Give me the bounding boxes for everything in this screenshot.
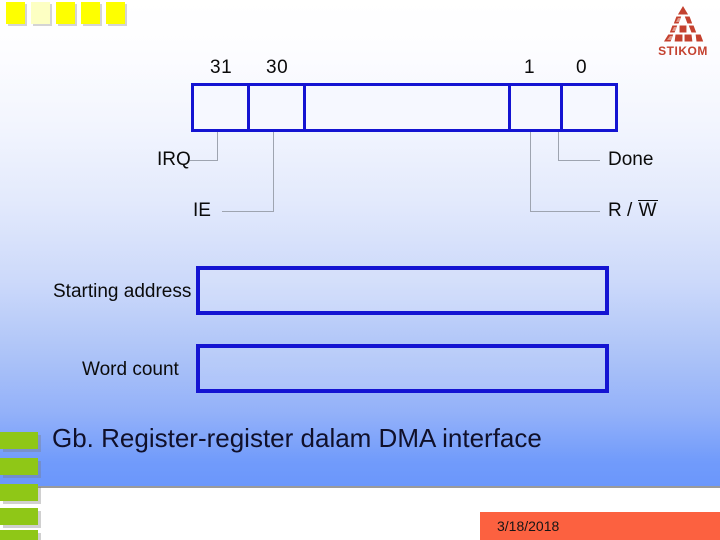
yellow-square-5 (106, 2, 125, 24)
leader-rw-horizontal (530, 211, 600, 212)
leader-rw-vertical (530, 132, 531, 212)
slide-divider-line (0, 486, 720, 488)
svg-text:STIKOM: STIKOM (658, 44, 708, 58)
leader-irq-horizontal (190, 160, 218, 161)
status-register-row (191, 83, 618, 132)
stikom-logo: STIKOM (652, 2, 714, 60)
yellow-square-2 (31, 2, 50, 24)
leader-irq-vertical (217, 132, 218, 161)
date-text: 3/18/2018 (497, 518, 560, 534)
signal-label-done: Done (608, 149, 654, 170)
green-bar-3 (0, 484, 38, 501)
register-cell-bit-30[interactable] (250, 86, 306, 129)
date-bar: 3/18/2018 (480, 512, 720, 540)
bit-label-31: 31 (210, 57, 233, 78)
starting-address-label: Starting address (53, 281, 192, 302)
green-bar-1 (0, 432, 38, 449)
register-cell-bit-31[interactable] (194, 86, 250, 129)
word-count-field[interactable] (196, 344, 609, 393)
bit-label-30: 30 (266, 57, 289, 78)
bit-label-0: 0 (576, 57, 588, 78)
starting-address-field[interactable] (196, 266, 609, 315)
slide-caption: Gb. Register-register dalam DMA interfac… (52, 423, 542, 453)
bit-label-1: 1 (524, 57, 536, 78)
green-bar-5 (0, 530, 38, 540)
register-cell-middle[interactable] (306, 86, 511, 129)
slide-background-gradient (0, 0, 720, 486)
signal-label-rw-prefix: R / (608, 200, 638, 221)
leader-done-vertical (558, 132, 559, 161)
signal-label-irq: IRQ (157, 149, 191, 170)
word-count-label: Word count (82, 359, 179, 380)
leader-ie-vertical (273, 132, 274, 212)
yellow-square-1 (6, 2, 25, 24)
leader-done-horizontal (558, 160, 600, 161)
signal-label-rw: R / W (608, 200, 658, 222)
signal-label-rw-overbar: W (637, 200, 658, 221)
signal-label-ie: IE (193, 200, 211, 221)
green-bar-2 (0, 458, 38, 475)
yellow-square-3 (56, 2, 75, 24)
green-bar-4 (0, 508, 38, 525)
register-cell-bit-1[interactable] (511, 86, 563, 129)
leader-ie-horizontal (222, 211, 274, 212)
yellow-square-4 (81, 2, 100, 24)
yellow-square-strip (0, 0, 130, 30)
register-cell-bit-0[interactable] (563, 86, 615, 129)
